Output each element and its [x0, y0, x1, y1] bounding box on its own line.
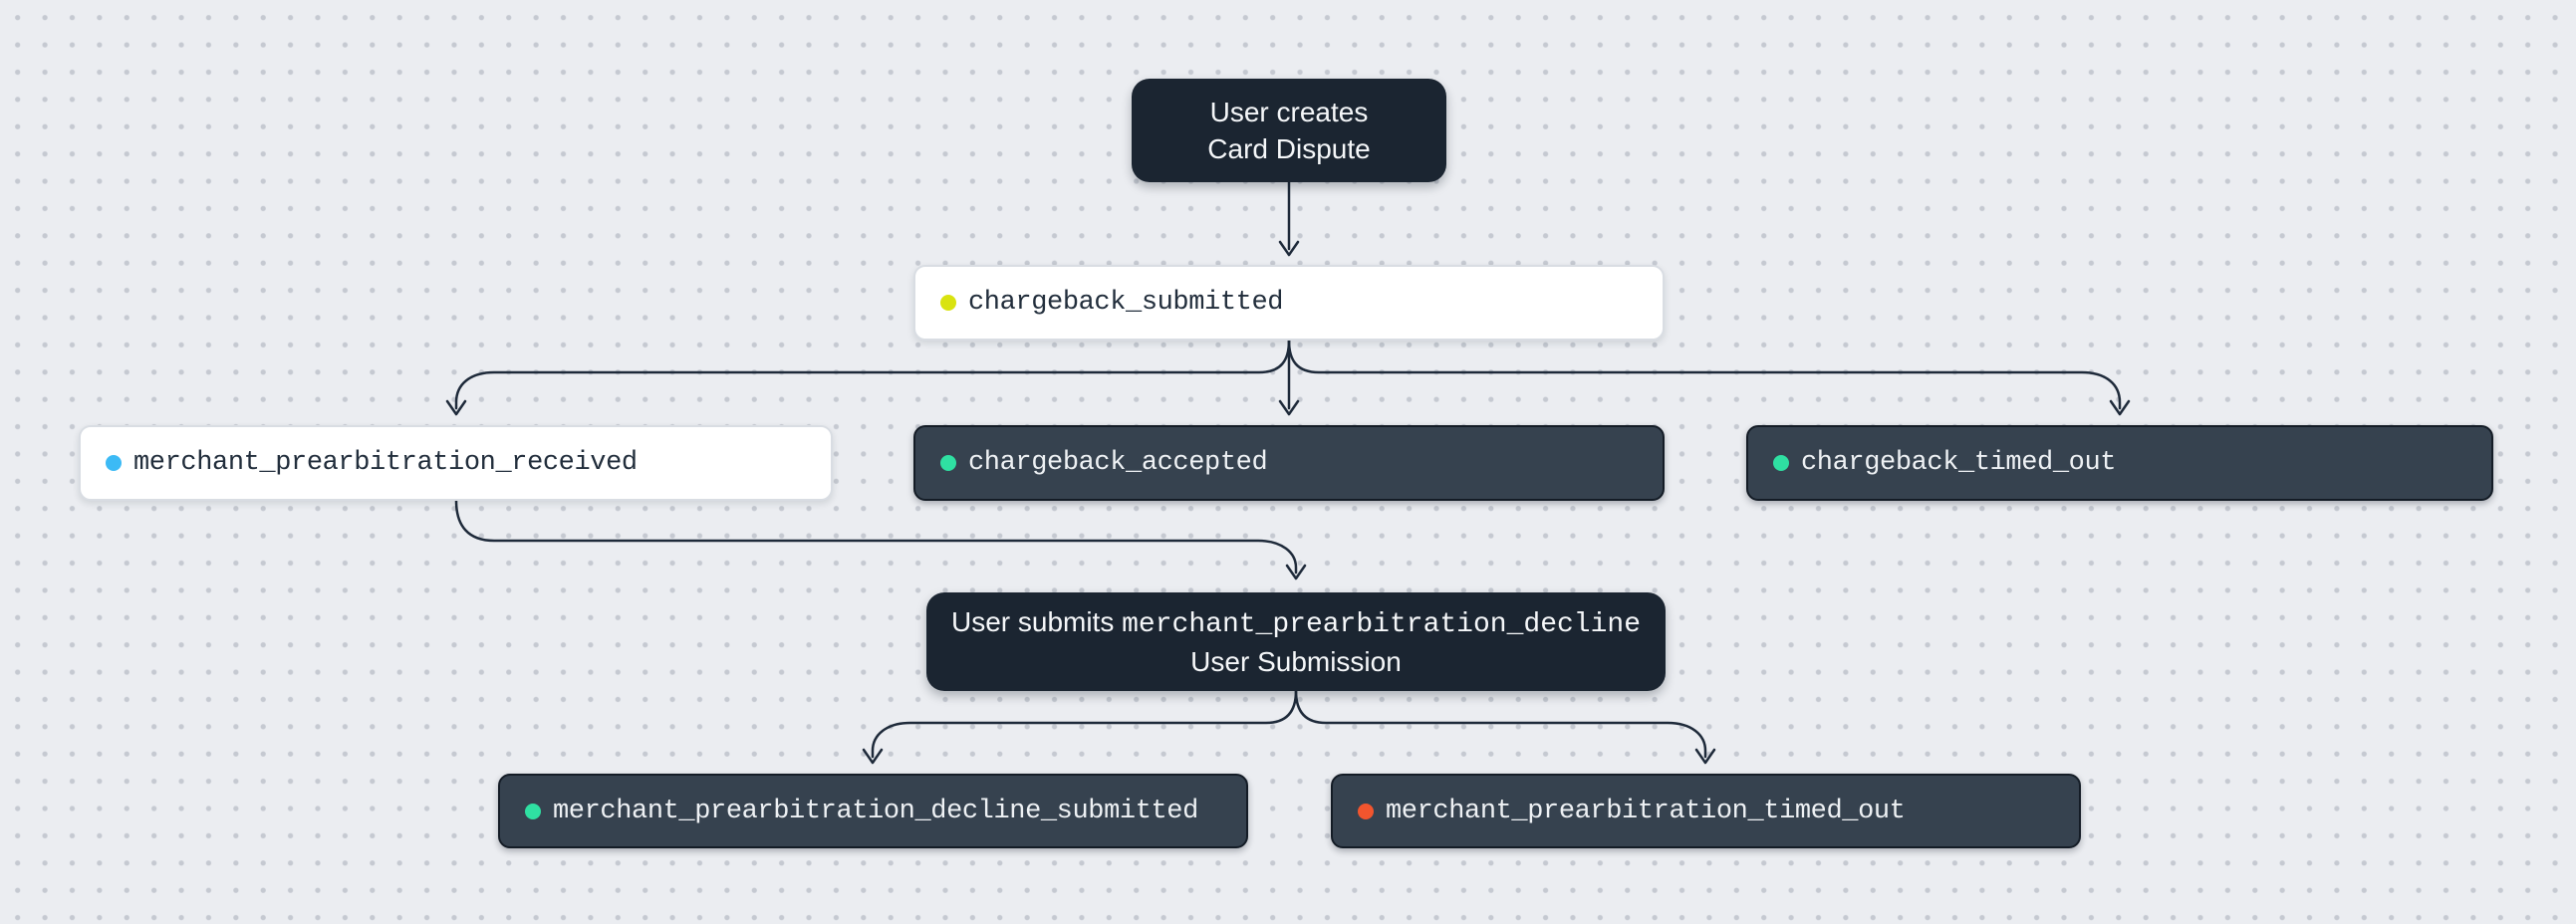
- arrowhead-icon: [1694, 748, 1716, 765]
- merchant-prearbitration-received-node: merchant_prearbitration_received: [79, 425, 833, 501]
- event-label: chargeback_submitted: [968, 288, 1284, 318]
- edge-user-submits-prearbitration-decline-to-merchant-prearbitration-timed-out: [1294, 689, 1707, 759]
- arrowhead-icon: [2109, 399, 2131, 416]
- edge-merchant-prearbitration-received-to-user-submits-prearbitration-decline: [454, 499, 1298, 575]
- arrowhead-icon: [1278, 399, 1300, 416]
- event-label: chargeback_accepted: [968, 448, 1268, 478]
- action-label-part: User submits: [950, 606, 1123, 637]
- event-label: merchant_prearbitration_received: [133, 448, 638, 478]
- arrowhead-icon: [862, 748, 884, 765]
- status-dot: [940, 455, 956, 471]
- action-label-line: User creates: [1210, 94, 1369, 130]
- event-label: merchant_prearbitration_timed_out: [1386, 796, 1906, 826]
- status-dot: [940, 295, 956, 311]
- arrowhead-icon: [1285, 564, 1307, 580]
- action-label-part: User creates: [1209, 97, 1369, 127]
- status-dot: [525, 803, 541, 819]
- action-label-line: User submits merchant_prearbitration_dec…: [951, 603, 1641, 643]
- event-label: merchant_prearbitration_decline_submitte…: [553, 796, 1198, 826]
- merchant-prearbitration-decline-submitted-node: merchant_prearbitration_decline_submitte…: [498, 774, 1248, 848]
- event-label: chargeback_timed_out: [1801, 448, 2117, 478]
- chargeback-timed-out-node: chargeback_timed_out: [1746, 425, 2493, 501]
- arrowhead-icon: [445, 399, 467, 416]
- chargeback-submitted-node: chargeback_submitted: [913, 265, 1665, 341]
- action-label-part: merchant_prearbitration_decline: [1122, 609, 1642, 640]
- user-submits-prearbitration-decline-node: User submits merchant_prearbitration_dec…: [926, 592, 1666, 691]
- chargeback-accepted-node: chargeback_accepted: [913, 425, 1665, 501]
- edge-user-submits-prearbitration-decline-to-merchant-prearbitration-decline-submitted: [871, 689, 1298, 759]
- action-label-part: User Submission: [1190, 646, 1402, 677]
- status-dot: [106, 455, 122, 471]
- action-label-line: User Submission: [1190, 643, 1402, 680]
- status-dot: [1773, 455, 1789, 471]
- action-label-line: Card Dispute: [1207, 130, 1370, 167]
- merchant-prearbitration-timed-out-node: merchant_prearbitration_timed_out: [1331, 774, 2081, 848]
- edge-chargeback-submitted-to-merchant-prearbitration-received: [454, 339, 1291, 410]
- edge-chargeback-submitted-to-chargeback-timed-out: [1287, 339, 2122, 410]
- action-label-part: Card Dispute: [1207, 133, 1371, 164]
- arrowhead-icon: [1278, 240, 1300, 257]
- status-dot: [1358, 803, 1374, 819]
